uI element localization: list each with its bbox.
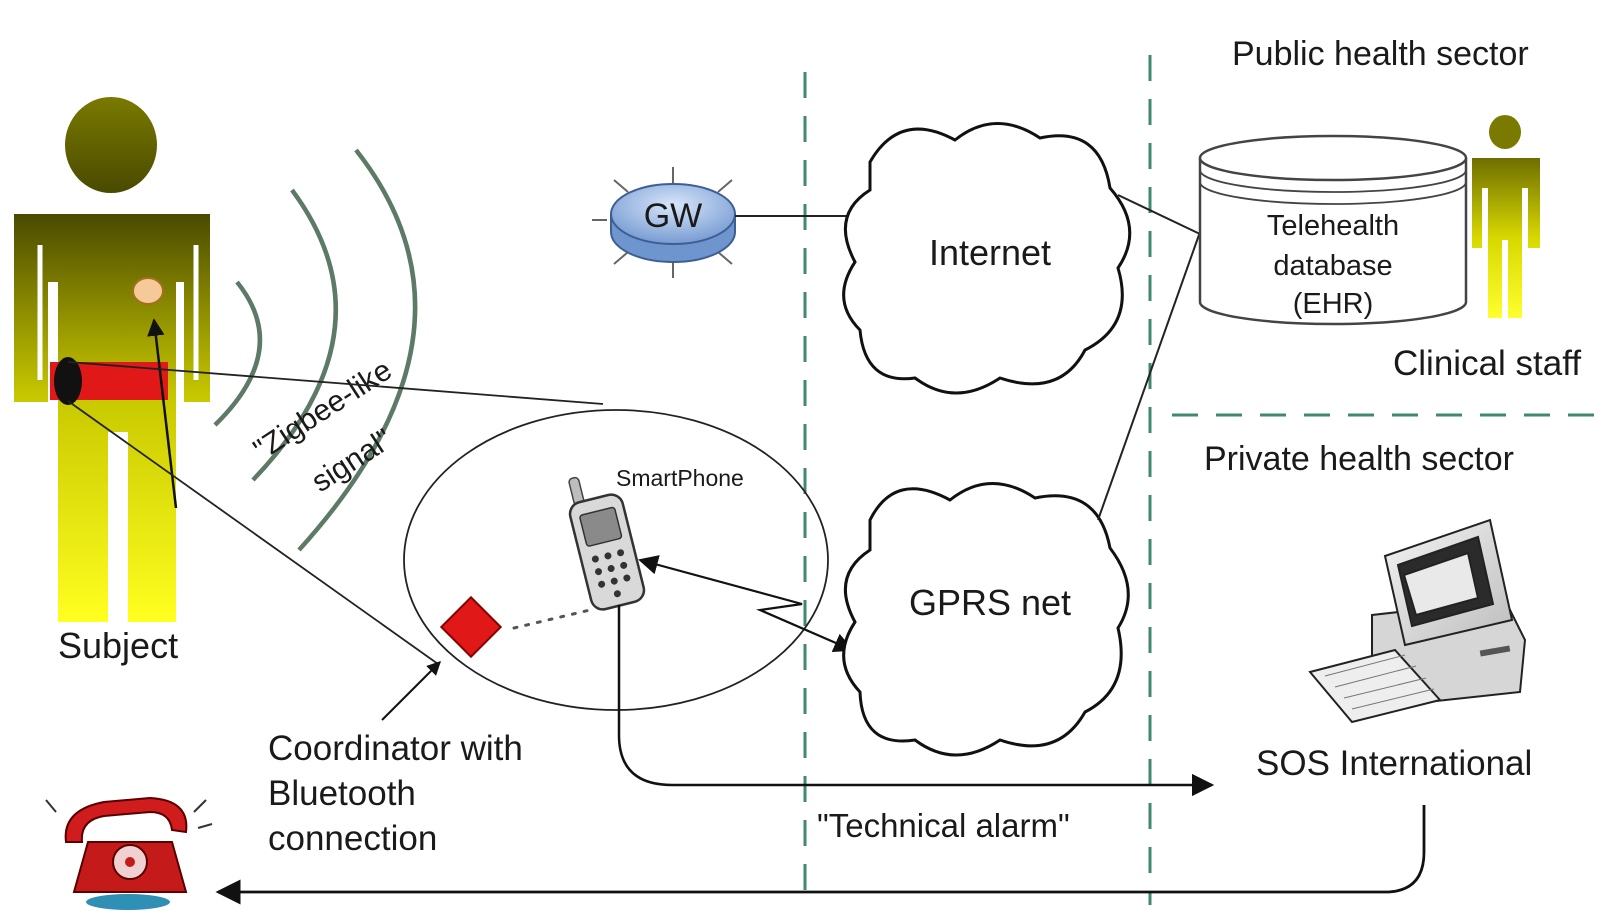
coordinator-icon (439, 595, 503, 659)
subject-label: Subject (58, 625, 178, 666)
zigbee-waves (213, 148, 418, 552)
bluetooth-dotted-link (512, 608, 592, 630)
gateway-label: GW (644, 197, 703, 235)
zone-dividers (803, 55, 1608, 905)
database-icon (1198, 134, 1468, 326)
phone-gprs-wireless-link (638, 555, 854, 652)
clinical-staff-figure (1472, 115, 1540, 318)
desktop-computer-icon (1308, 518, 1527, 724)
gprs-label: GPRS net (909, 582, 1071, 623)
chest-sensor-arrow (147, 318, 178, 509)
subject-figure (14, 97, 210, 622)
database-label-line3: (EHR) (1293, 288, 1374, 320)
technical-alarm-label: "Technical alarm" (817, 807, 1070, 844)
smartphone-label: SmartPhone (616, 465, 744, 491)
database-label-line1: Telehealth (1267, 210, 1399, 242)
internet-label: Internet (929, 232, 1051, 273)
public-sector-heading: Public health sector (1232, 35, 1529, 73)
coordinator-pointer-arrow (381, 661, 441, 721)
coordinator-label-line3: connection (268, 819, 437, 858)
chest-sensor-icon (132, 277, 164, 305)
telephone-icon (45, 796, 213, 910)
subject-waist-sensor-end (54, 357, 82, 405)
smartphone-icon (568, 476, 646, 611)
gprs-cloud-icon (842, 482, 1130, 757)
subject-body (14, 214, 210, 622)
coordinator-label-line1: Coordinator with (268, 729, 523, 768)
zoom-callout (67, 361, 829, 711)
internet-cloud-icon (842, 122, 1132, 395)
zigbee-wave-3 (297, 148, 418, 552)
zoom-line-top (67, 361, 604, 405)
zoom-line-bottom (67, 400, 439, 665)
sos-label: SOS International (1256, 744, 1532, 783)
zigbee-wave-1 (213, 280, 263, 427)
router-icon (592, 167, 736, 278)
internet-database-link (1117, 194, 1201, 235)
gprs-database-link (1097, 231, 1201, 521)
private-sector-heading: Private health sector (1204, 440, 1514, 478)
sos-callback-arrow (215, 805, 1426, 905)
technical-alarm-arrow (617, 605, 1215, 797)
zigbee-wave-2 (251, 188, 339, 482)
clinical-staff-label: Clinical staff (1393, 344, 1581, 383)
coordinator-label-line2: Bluetooth (268, 774, 416, 813)
zigbee-label-line2: signal" (306, 423, 399, 499)
subject-head (65, 97, 157, 193)
database-label-line2: database (1273, 250, 1392, 282)
